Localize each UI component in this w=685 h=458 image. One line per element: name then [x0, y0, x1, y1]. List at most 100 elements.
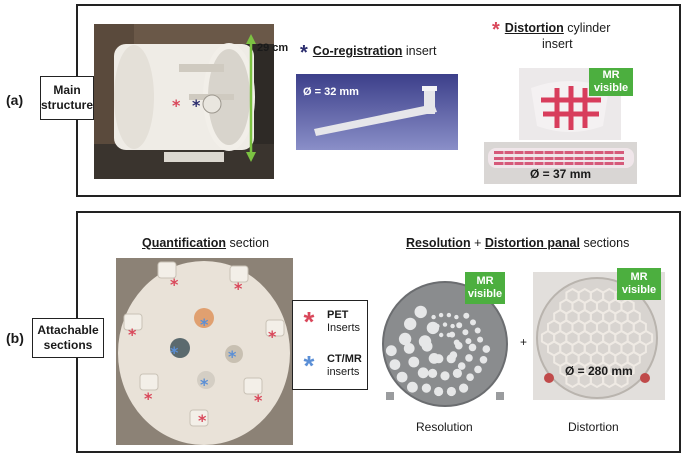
distortion-caption: Distortion	[568, 420, 619, 434]
resolution-hole	[474, 327, 481, 334]
resolution-hole	[479, 356, 488, 364]
resolution-hole	[385, 345, 397, 357]
main-structure-label: Main structure	[40, 76, 94, 120]
quantification-title-rest: section	[226, 236, 270, 250]
resolution-hole	[403, 343, 415, 354]
svg-text:*: *	[128, 325, 137, 344]
svg-text:*: *	[228, 347, 237, 366]
svg-text:*: *	[198, 411, 207, 430]
resolution-caption: Resolution	[416, 420, 473, 434]
coreg-title-bold: Co-registration	[312, 44, 403, 58]
ctmr-asterisk-icon: *	[303, 350, 315, 381]
resolution-hole	[414, 305, 427, 319]
resolution-title-mid: +	[470, 236, 485, 250]
resolution-hole	[446, 386, 456, 397]
pet-asterisk-icon: *	[303, 306, 315, 337]
height-arrow	[245, 34, 257, 162]
resolution-hole	[466, 373, 474, 381]
resolution-hole	[470, 319, 476, 326]
svg-text:*: *	[172, 96, 181, 115]
resolution-hole	[482, 345, 491, 353]
height-dimension: 29 cm	[257, 42, 289, 54]
resolution-hole	[407, 381, 418, 393]
quantification-title: Quantification section	[142, 236, 269, 250]
mr-visible-badge-b1: MR visible	[465, 272, 505, 304]
legend-ctmr-line2: inserts	[327, 366, 360, 378]
distortion-title-line2: insert	[542, 37, 573, 51]
distortion-diameter: Ø = 37 mm	[530, 167, 592, 181]
main-structure-photo: * *	[94, 24, 274, 179]
resolution-hole	[408, 356, 420, 368]
legend-pet-line1: PET	[327, 309, 349, 321]
hex-cell	[614, 371, 629, 389]
resolution-hole	[398, 332, 412, 346]
resolution-hole	[468, 343, 477, 352]
mr-visible-badge-a: MR visible	[589, 68, 633, 96]
resolution-hole	[455, 341, 463, 350]
resolution-hole	[446, 354, 456, 364]
svg-text:*: *	[200, 315, 209, 334]
resolution-title-bold: Resolution	[406, 236, 471, 250]
resolution-hole	[404, 317, 417, 331]
resolution-hole	[421, 383, 431, 393]
resolution-hole	[389, 359, 401, 370]
legend-pet-line2: Inserts	[327, 322, 361, 334]
distortion-panal-title-rest: sections	[580, 236, 630, 250]
mr-visible-badge-b2: MR visible	[617, 268, 661, 300]
coreg-title-rest: insert	[402, 44, 437, 58]
distortion-panel-diameter: Ø = 280 mm	[565, 364, 633, 378]
resolution-hole	[442, 322, 448, 327]
coreg-insert-render	[296, 74, 458, 150]
resolution-hole	[431, 314, 436, 320]
resolution-hole	[396, 371, 408, 383]
main-structure-line1: Main	[53, 83, 81, 97]
coreg-asterisk-icon: *	[300, 42, 308, 64]
resolution-hole	[426, 321, 440, 335]
mr-visible-a-line2: visible	[593, 82, 629, 94]
distortion-panal-title-bold: Distortion panal	[484, 236, 580, 250]
mr-visible-b2-line2: visible	[621, 284, 657, 296]
svg-text:*: *	[170, 343, 179, 362]
resolution-hole	[474, 365, 482, 374]
resolution-distortion-title: Resolution + Distortion panal sections	[406, 236, 629, 250]
mr-visible-b2-line1: MR	[630, 271, 648, 283]
resolution-hole	[428, 353, 440, 364]
svg-text:*: *	[144, 389, 153, 408]
resolution-hole	[417, 367, 429, 379]
resolution-hole	[450, 323, 455, 329]
svg-text:*: *	[234, 279, 243, 298]
svg-text:*: *	[192, 96, 201, 115]
attachable-line1: Attachable	[37, 323, 99, 337]
resolution-hole	[434, 386, 444, 397]
resolution-hole	[438, 312, 444, 318]
distortion-title-rest: cylinder	[563, 21, 611, 35]
resolution-hole	[477, 336, 484, 343]
resolution-hole	[454, 314, 459, 320]
panel-a-tag: (a)	[6, 92, 24, 108]
resolution-hole	[449, 331, 456, 338]
panel-b-tag: (b)	[6, 330, 24, 346]
resolution-hole	[452, 368, 462, 378]
resolution-hole	[418, 335, 432, 348]
resolution-hole	[440, 371, 450, 381]
distortion-title: *Distortion cylinder	[492, 19, 610, 42]
mr-visible-b1-line1: MR	[476, 275, 494, 287]
svg-text:*: *	[200, 375, 209, 394]
distortion-cylinder-photo	[484, 142, 637, 184]
resolution-hole	[459, 383, 469, 393]
svg-text:*: *	[170, 275, 179, 294]
attachable-sections-label: Attachable sections	[32, 318, 104, 358]
resolution-hole	[462, 329, 469, 336]
coreg-title: * Co-registration insert	[300, 42, 436, 65]
resolution-hole	[457, 362, 466, 370]
main-structure-line2: structure	[41, 98, 94, 112]
attachable-line2: sections	[43, 338, 93, 352]
resolution-hole	[428, 368, 438, 378]
coreg-diameter: Ø = 32 mm	[303, 86, 359, 98]
distortion-asterisk-icon: *	[492, 19, 500, 41]
resolution-hole	[465, 338, 472, 345]
mr-visible-a-line1: MR	[602, 69, 620, 81]
resolution-hole	[439, 332, 444, 338]
svg-text:*: *	[254, 391, 263, 410]
